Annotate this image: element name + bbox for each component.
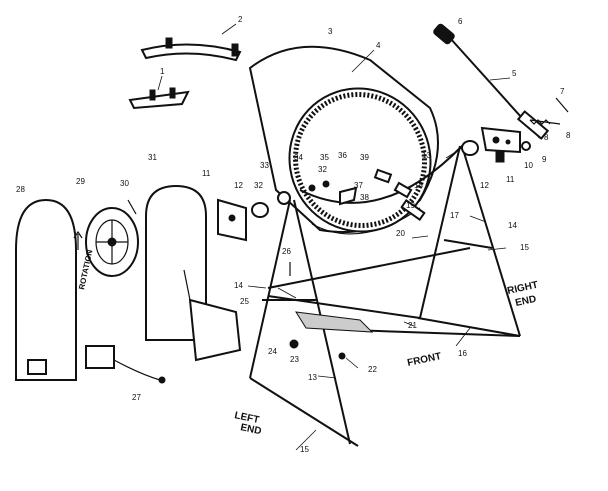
- callout-38: 38: [360, 193, 369, 202]
- callout-16: 16: [458, 349, 467, 358]
- callout-4: 4: [376, 41, 381, 50]
- part-bracket-right: [480, 126, 531, 163]
- label-rotation: ROTATION: [77, 249, 94, 291]
- part-motor-housing: [145, 184, 242, 362]
- callout-22: 22: [368, 365, 377, 374]
- callout-8b: 8: [544, 133, 549, 142]
- part-spring-bolt: [529, 97, 569, 125]
- callout-26: 26: [282, 247, 291, 256]
- label-right-end-line2: END: [514, 294, 537, 309]
- callout-33: 33: [260, 161, 269, 170]
- callout-3: 3: [328, 27, 333, 36]
- callout-12a: 12: [480, 181, 489, 190]
- rotation-arrow-icon: [73, 230, 83, 250]
- callout-34: 34: [294, 153, 303, 162]
- part-number-callouts: 1 2 3 4 5 6 7 8 8 9 10 11 11 12 12 13 13…: [16, 15, 571, 454]
- label-front: FRONT: [406, 351, 442, 369]
- callout-11a: 11: [506, 175, 515, 184]
- callout-35: 35: [320, 153, 329, 162]
- callout-31: 31: [148, 153, 157, 162]
- callout-19: 19: [406, 201, 415, 210]
- part-stand-frame: [249, 140, 521, 447]
- part-set-screw: [127, 199, 137, 215]
- callout-2: 2: [238, 15, 243, 24]
- part-drum: [248, 45, 439, 235]
- callout-15a: 15: [520, 243, 529, 252]
- callout-8a: 8: [566, 131, 571, 140]
- callout-23: 23: [290, 355, 299, 364]
- callout-28: 28: [16, 185, 25, 194]
- callout-14a: 14: [508, 221, 517, 230]
- callout-7: 7: [560, 87, 565, 96]
- callout-39: 39: [360, 153, 369, 162]
- part-hub-small: [277, 168, 426, 221]
- part-blade-curved: [140, 37, 242, 62]
- part-hardware: [289, 262, 346, 360]
- callout-36: 36: [338, 151, 347, 160]
- part-bearing-plate: [217, 198, 247, 242]
- callout-10: 10: [524, 161, 533, 170]
- callout-9: 9: [542, 155, 547, 164]
- callout-24: 24: [268, 347, 277, 356]
- callout-27: 27: [132, 393, 141, 402]
- callout-15b: 15: [300, 445, 309, 454]
- callout-18: 18: [414, 181, 423, 190]
- callout-20: 20: [396, 229, 405, 238]
- leader-lines: [157, 23, 511, 451]
- callout-25: 25: [240, 297, 249, 306]
- callout-1: 1: [160, 67, 165, 76]
- label-left-end-line2: END: [239, 422, 262, 437]
- callout-11b: 11: [202, 169, 211, 178]
- part-cover-panel: [15, 198, 77, 381]
- callout-29: 29: [76, 177, 85, 186]
- callout-13b: 13: [308, 373, 317, 382]
- part-blade-small: [128, 87, 190, 110]
- part-handle: [433, 23, 550, 140]
- callout-32a: 32: [254, 181, 263, 190]
- label-left-end-line1: LEFT: [233, 410, 260, 426]
- callout-21: 21: [408, 321, 417, 330]
- callout-17: 17: [450, 211, 459, 220]
- callout-6: 6: [458, 17, 463, 26]
- callout-5: 5: [512, 69, 517, 78]
- callout-32b: 32: [318, 165, 327, 174]
- part-motor-unit: [85, 345, 166, 384]
- part-pulley: [85, 207, 139, 277]
- callout-37: 37: [354, 181, 363, 190]
- callout-13a: 13: [422, 151, 431, 160]
- callout-14b: 14: [234, 281, 243, 290]
- callout-30: 30: [120, 179, 129, 188]
- callout-12b: 12: [234, 181, 243, 190]
